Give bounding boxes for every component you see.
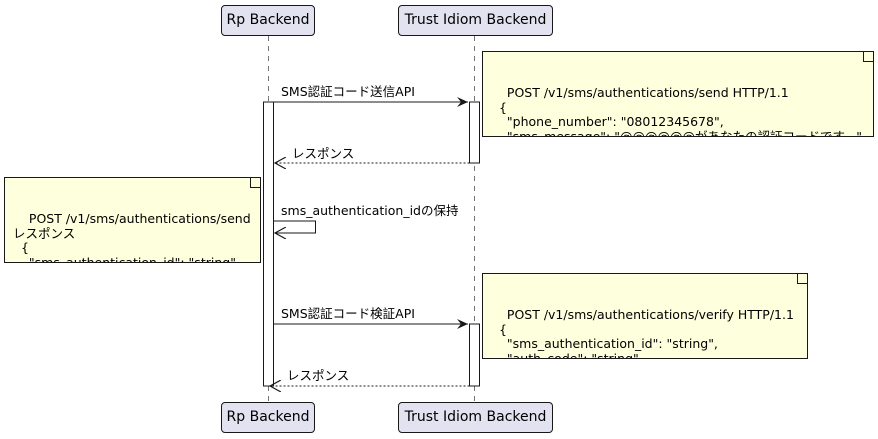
note-fold bbox=[863, 52, 873, 62]
self-message-arrow bbox=[273, 220, 316, 233]
trust-activation-bar-2 bbox=[469, 323, 480, 387]
response-1-label: レスポンス bbox=[292, 146, 355, 161]
keep-id-label: sms_authentication_idの保持 bbox=[281, 203, 459, 218]
rp-backend-participant-top: Rp Backend bbox=[221, 5, 315, 36]
note-fold bbox=[797, 274, 807, 284]
send-response-note: POST /v1/sms/authentications/send レスポンス … bbox=[4, 177, 261, 263]
send-response-note-text: POST /v1/sms/authentications/send レスポンス … bbox=[13, 211, 251, 263]
rp-activation-bar bbox=[263, 101, 274, 387]
send-api-label: SMS認証コード送信API bbox=[281, 84, 415, 99]
verify-api-label: SMS認証コード検証API bbox=[281, 306, 415, 321]
trust-backend-participant-top: Trust Idiom Backend bbox=[398, 5, 553, 36]
verify-request-note: POST /v1/sms/authentications/verify HTTP… bbox=[482, 273, 808, 359]
trust-activation-bar-1 bbox=[469, 101, 480, 164]
note-fold bbox=[250, 178, 260, 188]
send-request-note: POST /v1/sms/authentications/send HTTP/1… bbox=[482, 51, 874, 137]
send-request-note-text: POST /v1/sms/authentications/send HTTP/1… bbox=[498, 85, 862, 137]
trust-backend-participant-bottom: Trust Idiom Backend bbox=[398, 402, 553, 433]
rp-backend-participant-bottom: Rp Backend bbox=[221, 402, 315, 433]
verify-request-note-text: POST /v1/sms/authentications/verify HTTP… bbox=[498, 307, 794, 359]
response-2-label: レスポンス bbox=[287, 368, 350, 383]
